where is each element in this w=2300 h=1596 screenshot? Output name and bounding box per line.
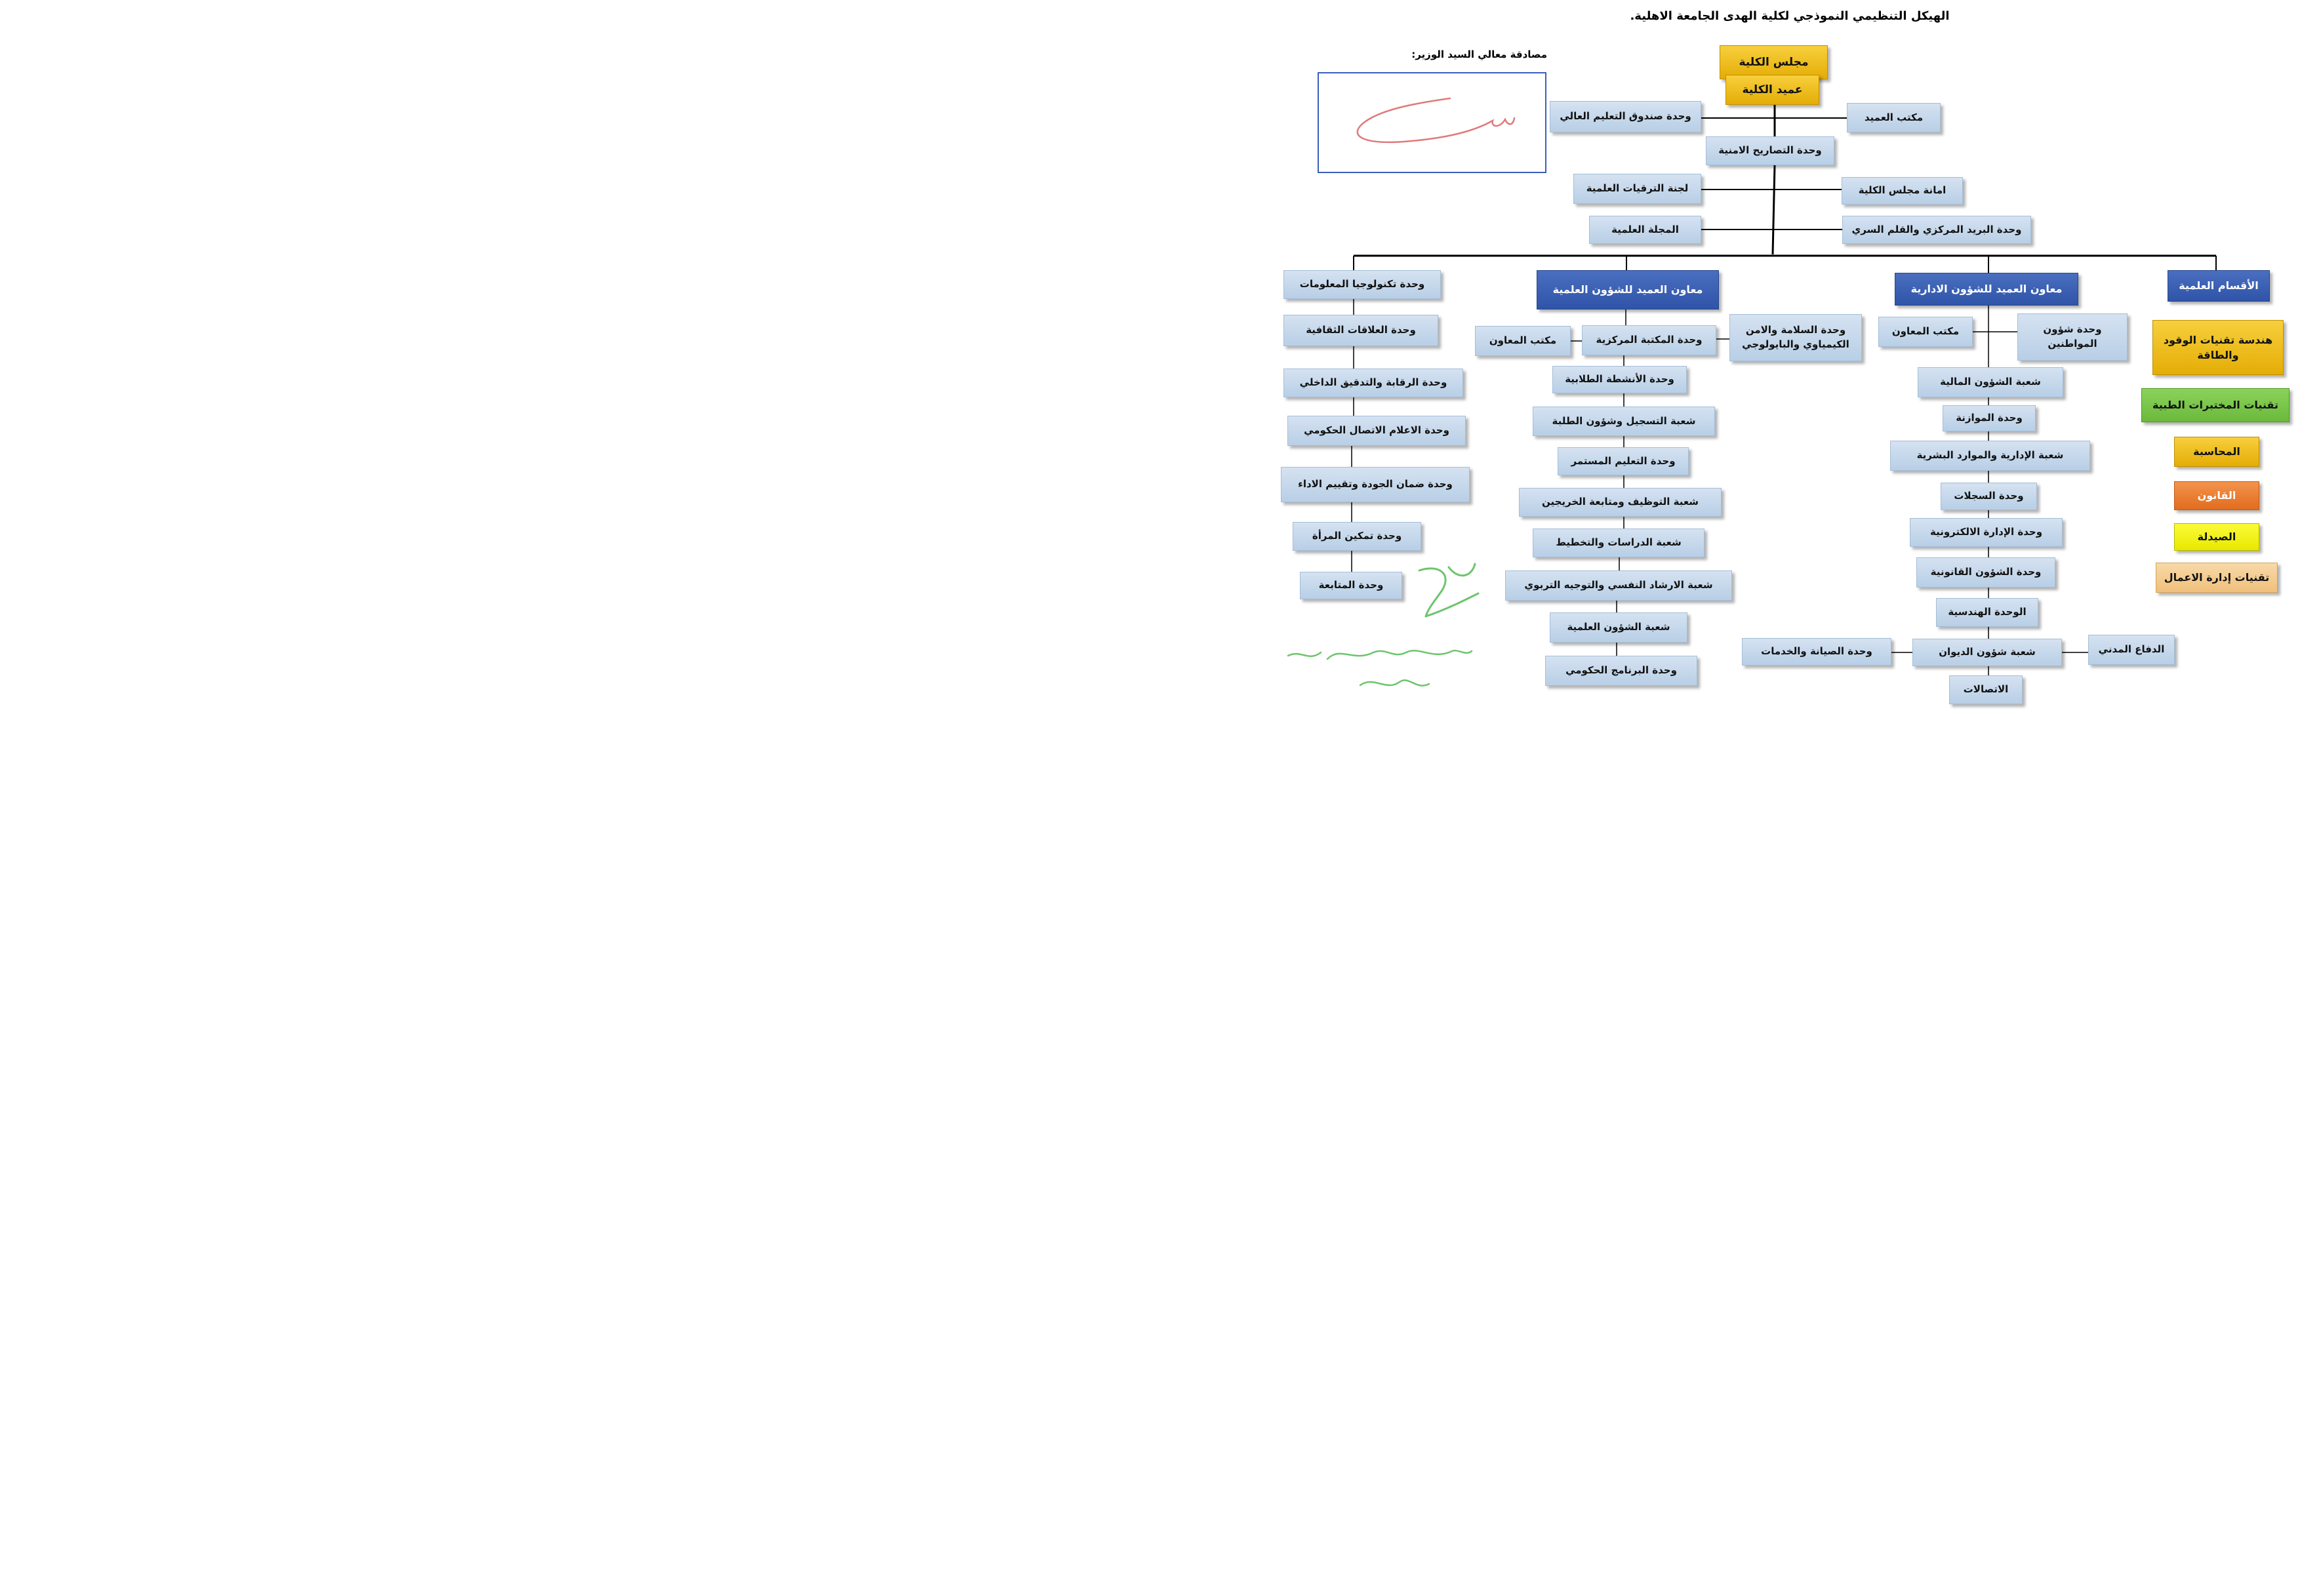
sci-office-box[interactable]: مكتب المعاون <box>1475 326 1571 356</box>
sci-planning-box[interactable]: شعبة الدراسات والتخطيط <box>1533 529 1705 557</box>
sci-safety-box[interactable]: وحدة السلامة والامن الكيمياوي والبايولوج… <box>1729 314 1862 361</box>
sci-counseling-box[interactable]: شعبة الارشاد النفسي والتوجيه التربوي <box>1505 570 1732 601</box>
admin-comms-box[interactable]: الاتصالات <box>1949 675 2023 704</box>
dean-box[interactable]: عميد الكلية <box>1725 75 1819 105</box>
admin-affairs-head-box[interactable]: معاون العميد للشؤون الادارية <box>1895 273 2078 306</box>
unit-women-box[interactable]: وحدة تمكين المرأة <box>1293 522 1421 551</box>
unit-quality-box[interactable]: وحدة ضمان الجودة وتقييم الاداء <box>1281 467 1470 502</box>
admin-civil-defense-box[interactable]: الدفاع المدني <box>2088 635 2175 665</box>
admin-budget-box[interactable]: وحدة الموازنة <box>1943 405 2036 431</box>
unit-media-box[interactable]: وحدة الاعلام الاتصال الحكومي <box>1287 416 1466 446</box>
unit-audit-box[interactable]: وحدة الرقابة والتدقيق الداخلي <box>1283 369 1463 397</box>
admin-records-box[interactable]: وحدة السجلات <box>1941 483 2037 510</box>
admin-finance-box[interactable]: شعبة الشؤون المالية <box>1918 367 2063 397</box>
unit-followup-box[interactable]: وحدة المتابعة <box>1300 572 1402 599</box>
unit-it-box[interactable]: وحدة تكنولوجيا المعلومات <box>1283 270 1441 299</box>
sci-library-box[interactable]: وحدة المكتبة المركزية <box>1582 325 1716 355</box>
unit-cultural-box[interactable]: وحدة العلاقات الثقافية <box>1283 315 1438 346</box>
sci-student-activities-box[interactable]: وحدة الأنشطة الطلابية <box>1552 366 1687 393</box>
approval-label: مصادقة معالي السيد الوزير: <box>1411 49 1547 60</box>
sci-registration-box[interactable]: شعبة التسجيل وشؤون الطلبة <box>1533 407 1715 436</box>
council-secretariat-box[interactable]: امانة مجلس الكلية <box>1842 177 1963 205</box>
college-council-box[interactable]: مجلس الكلية <box>1720 45 1828 79</box>
dept-accounting-box[interactable]: المحاسبة <box>2174 437 2259 467</box>
admin-hr-box[interactable]: شعبة الإدارية والموارد البشرية <box>1890 441 2090 471</box>
dean-name-handwriting <box>1287 649 1473 687</box>
signature-box <box>1318 72 1546 173</box>
page-title: الهيكل التنظيمي النموذجي لكلية الهدى الج… <box>1630 9 1950 23</box>
dept-pharmacy-box[interactable]: الصيدلة <box>2174 523 2259 551</box>
admin-office-box[interactable]: مكتب المعاون <box>1878 317 1973 347</box>
sci-gov-program-box[interactable]: وحدة البرنامج الحكومي <box>1545 656 1697 686</box>
dept-fuel-energy-box[interactable]: هندسة تقنيات الوقود والطاقة <box>2152 320 2284 375</box>
admin-legal-box[interactable]: وحدة الشؤون القانونية <box>1916 557 2055 588</box>
scientific-journal-box[interactable]: المجلة العلمية <box>1589 216 1701 244</box>
security-permits-box[interactable]: وحدة التصاريح الامنية <box>1706 136 1834 165</box>
higher-ed-fund-box[interactable]: وحدة صندوق التعليم العالي <box>1550 101 1701 132</box>
admin-maintenance-box[interactable]: وحدة الصيانة والخدمات <box>1742 638 1891 666</box>
sci-affairs-box[interactable]: شعبة الشؤون العلمية <box>1550 612 1687 643</box>
minister-signature <box>1356 97 1516 144</box>
dept-business-box[interactable]: تقنيات إدارة الاعمال <box>2156 563 2278 593</box>
admin-egov-box[interactable]: وحدة الإدارة الالكترونية <box>1910 518 2063 547</box>
sci-continuing-ed-box[interactable]: وحدة التعليم المستمر <box>1558 447 1689 475</box>
promotions-committee-box[interactable]: لجنة الترقيات العلمية <box>1573 174 1701 204</box>
dean-office-box[interactable]: مكتب العميد <box>1847 103 1941 132</box>
scientific-affairs-head-box[interactable]: معاون العميد للشؤون العلمية <box>1537 270 1719 309</box>
dean-signature <box>1418 563 1480 618</box>
admin-citizens-box[interactable]: وحدة شؤون المواطنين <box>2017 313 2128 361</box>
admin-diwan-box[interactable]: شعبة شؤون الديوان <box>1912 639 2062 666</box>
central-mail-box[interactable]: وحدة البريد المركزي والقلم السري <box>1842 216 2031 244</box>
dept-medical-labs-box[interactable]: تقنيات المختبرات الطبية <box>2141 388 2290 422</box>
admin-engineering-box[interactable]: الوحدة الهندسية <box>1936 598 2038 627</box>
departments-head-box[interactable]: الأقسام العلمية <box>2168 270 2270 302</box>
sci-employment-box[interactable]: شعبة التوظيف ومتابعة الخريجين <box>1519 488 1722 517</box>
connector-lines <box>1351 105 2217 675</box>
dept-law-box[interactable]: القانون <box>2174 481 2259 510</box>
